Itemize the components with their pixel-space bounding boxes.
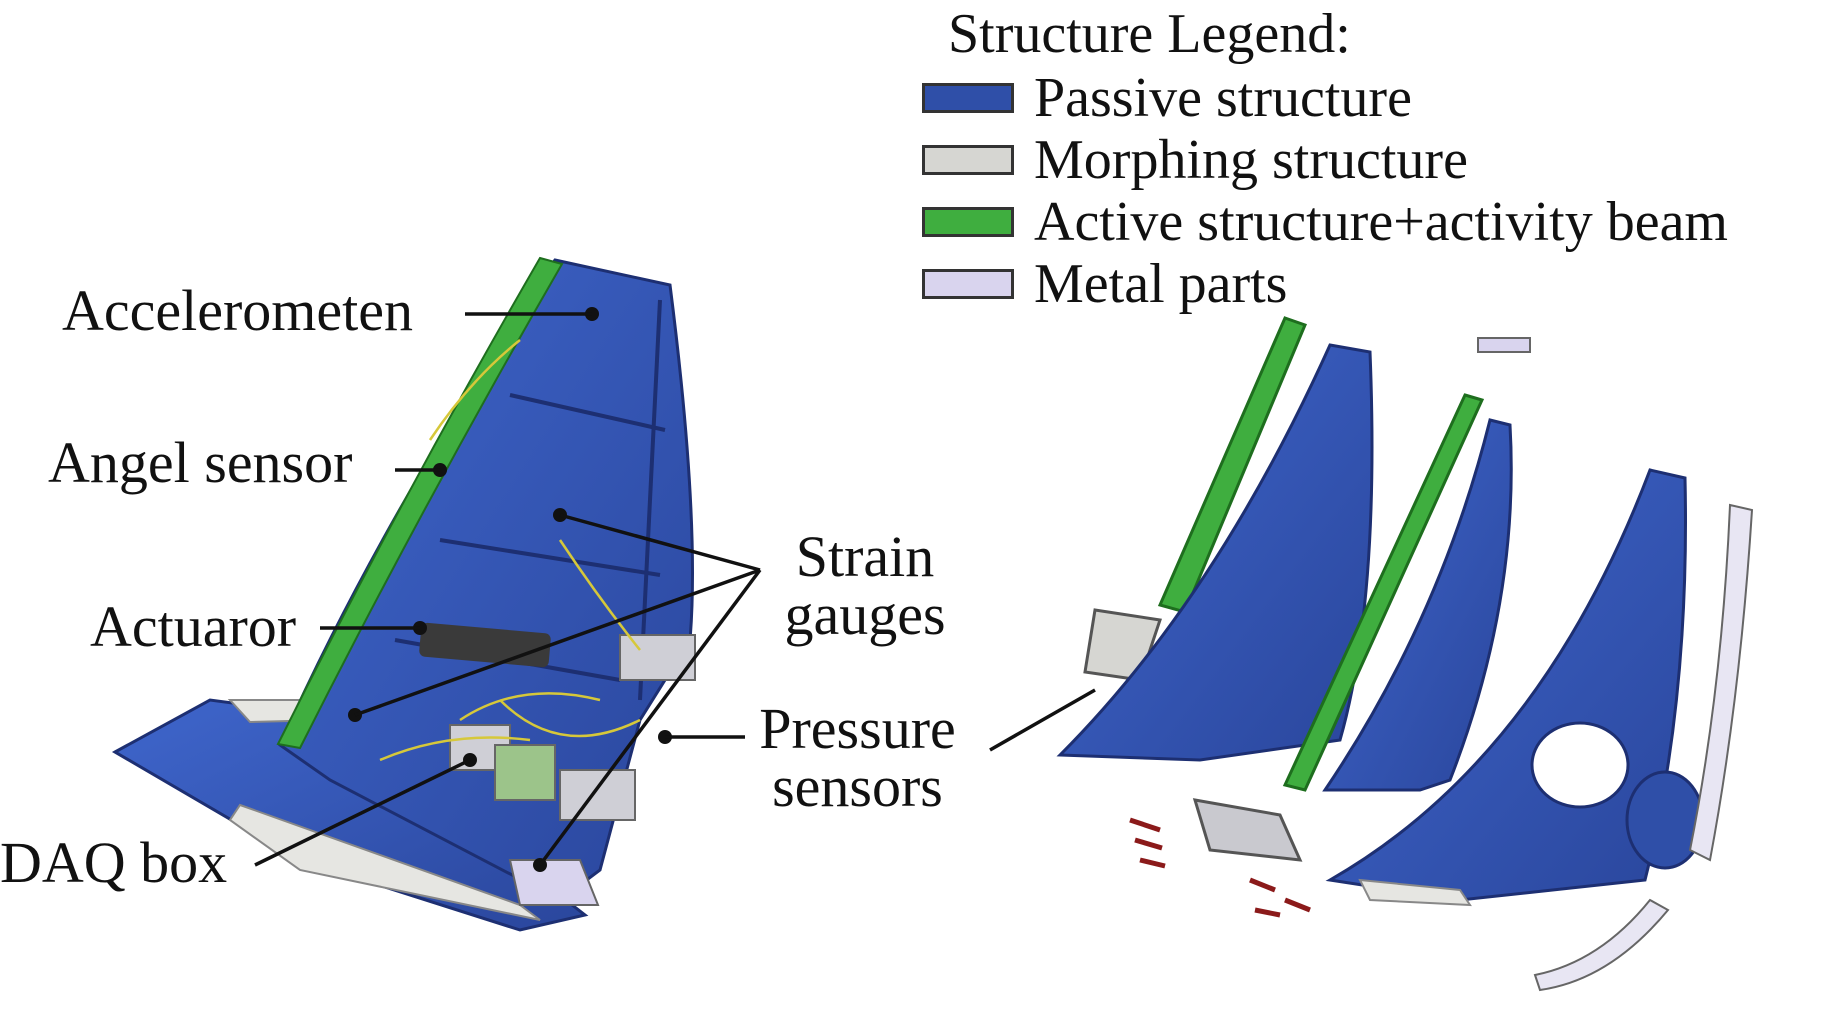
callout-angle-sensor: Angel sensor xyxy=(48,430,353,495)
exploded-hole-cover xyxy=(1625,770,1705,870)
leader-strain-1 xyxy=(559,513,761,572)
assembled-wing xyxy=(111,256,696,932)
callout-pressure-line1: Pressure xyxy=(759,696,956,761)
exploded-morphing-strip xyxy=(1358,878,1472,907)
exploded-spar-structure xyxy=(1322,418,1513,792)
legend-item-metal: Metal parts xyxy=(922,253,1288,315)
legend-item-active: Active structure+activity beam xyxy=(922,191,1728,253)
callout-strain-gauges: Strain gauges xyxy=(770,528,960,644)
wing-wiring xyxy=(379,339,641,762)
legend-item-morphing: Morphing structure xyxy=(922,129,1468,191)
legend-item-passive: Passive structure xyxy=(922,67,1412,129)
daq-box-component-green xyxy=(494,744,556,801)
leader-strain-2 xyxy=(354,568,761,717)
pressure-sensor-housing-2 xyxy=(559,769,636,821)
legend-swatch-morphing xyxy=(922,145,1014,175)
exploded-metal-arc xyxy=(1533,898,1670,992)
exploded-passive-panel-1 xyxy=(1056,343,1374,762)
leader-lines xyxy=(254,312,1096,867)
legend-label-passive: Passive structure xyxy=(1034,67,1412,129)
callout-daq-box: DAQ box xyxy=(0,830,228,895)
exploded-small-parts xyxy=(1129,817,1311,918)
leader-strain-3 xyxy=(538,568,762,867)
legend-title: Structure Legend: xyxy=(948,3,1351,65)
callout-actuator: Actuaror xyxy=(90,594,297,659)
callout-pressure-sensors: Pressure sensors xyxy=(745,700,970,816)
legend-label-morphing: Morphing structure xyxy=(1034,129,1468,191)
leader-exploded xyxy=(989,688,1096,752)
legend-swatch-passive xyxy=(922,83,1014,113)
exploded-metal-curve xyxy=(1688,503,1754,862)
callout-strain-line2: gauges xyxy=(784,582,946,647)
callout-accelerometer: Accelerometen xyxy=(62,278,414,343)
exploded-view xyxy=(1056,316,1754,992)
legend-swatch-active xyxy=(922,207,1014,237)
legend-swatch-metal xyxy=(922,269,1014,299)
callout-strain-line1: Strain xyxy=(795,524,935,589)
wing-morphing-strip xyxy=(228,803,541,921)
exploded-panel-hole xyxy=(1530,721,1630,809)
exploded-metal-small xyxy=(1477,337,1531,353)
wing-active-edge xyxy=(276,256,564,750)
leader-daq xyxy=(254,758,471,867)
legend-label-metal: Metal parts xyxy=(1034,253,1288,315)
exploded-daq-carrier xyxy=(1192,798,1303,862)
callout-pressure-line2: sensors xyxy=(772,754,943,819)
wing-metal-tip xyxy=(508,859,600,906)
exploded-green-spar xyxy=(1282,393,1485,792)
legend-label-active: Active structure+activity beam xyxy=(1034,191,1728,253)
